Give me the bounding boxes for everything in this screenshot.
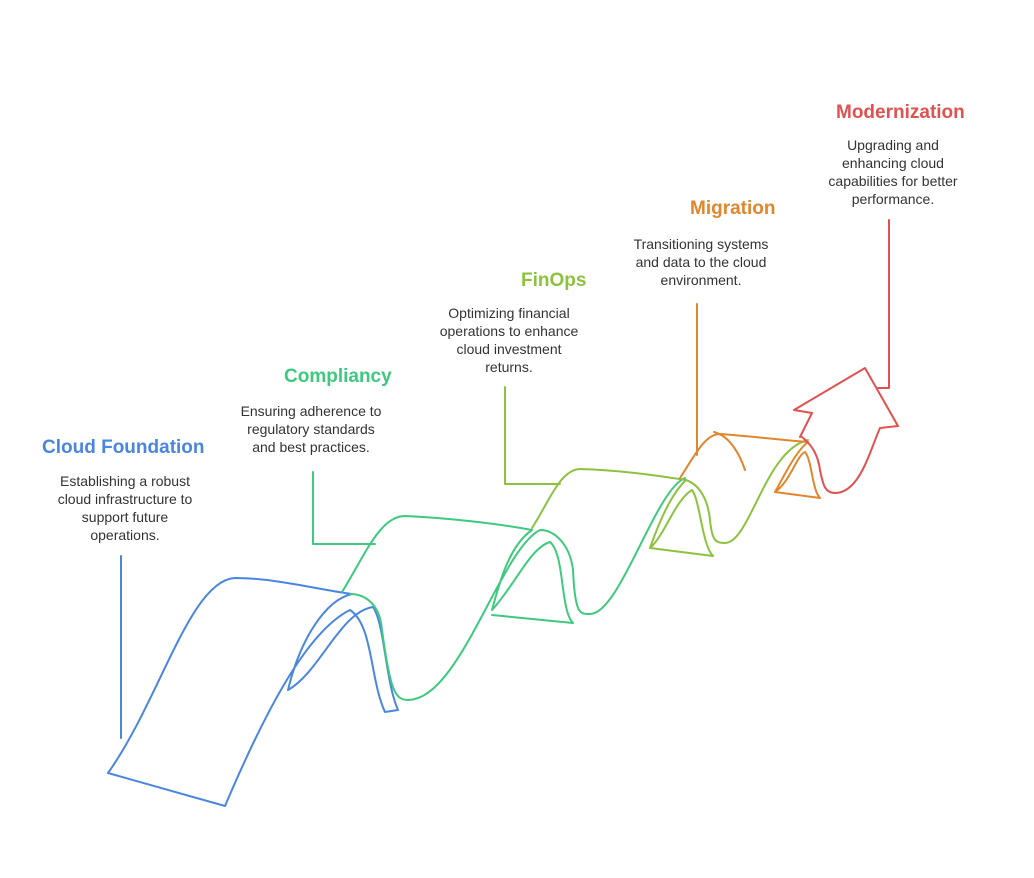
step-4-ribbon — [679, 303, 821, 499]
step-5-connector — [877, 219, 890, 389]
step-1-title: Cloud Foundation — [42, 437, 205, 458]
step-3-connector — [504, 386, 561, 485]
step-5-title: Modernization — [836, 102, 965, 123]
step-1-ribbon-shape — [107, 577, 399, 807]
step-4-ribbon-shape — [679, 431, 821, 499]
step-2-title: Compliancy — [284, 366, 392, 387]
step-5-arrow-shape — [793, 367, 899, 494]
step-2-ribbon — [312, 471, 686, 701]
step-3-ribbon-shape — [531, 439, 809, 557]
step-4-title: Migration — [690, 198, 776, 219]
step-3-ribbon — [504, 386, 809, 557]
step-3-title: FinOps — [521, 270, 587, 291]
step-1-ribbon — [107, 555, 399, 807]
step-2-connector — [312, 471, 376, 545]
step-5-arrow — [793, 219, 899, 494]
step-2-ribbon-shape — [341, 477, 686, 701]
